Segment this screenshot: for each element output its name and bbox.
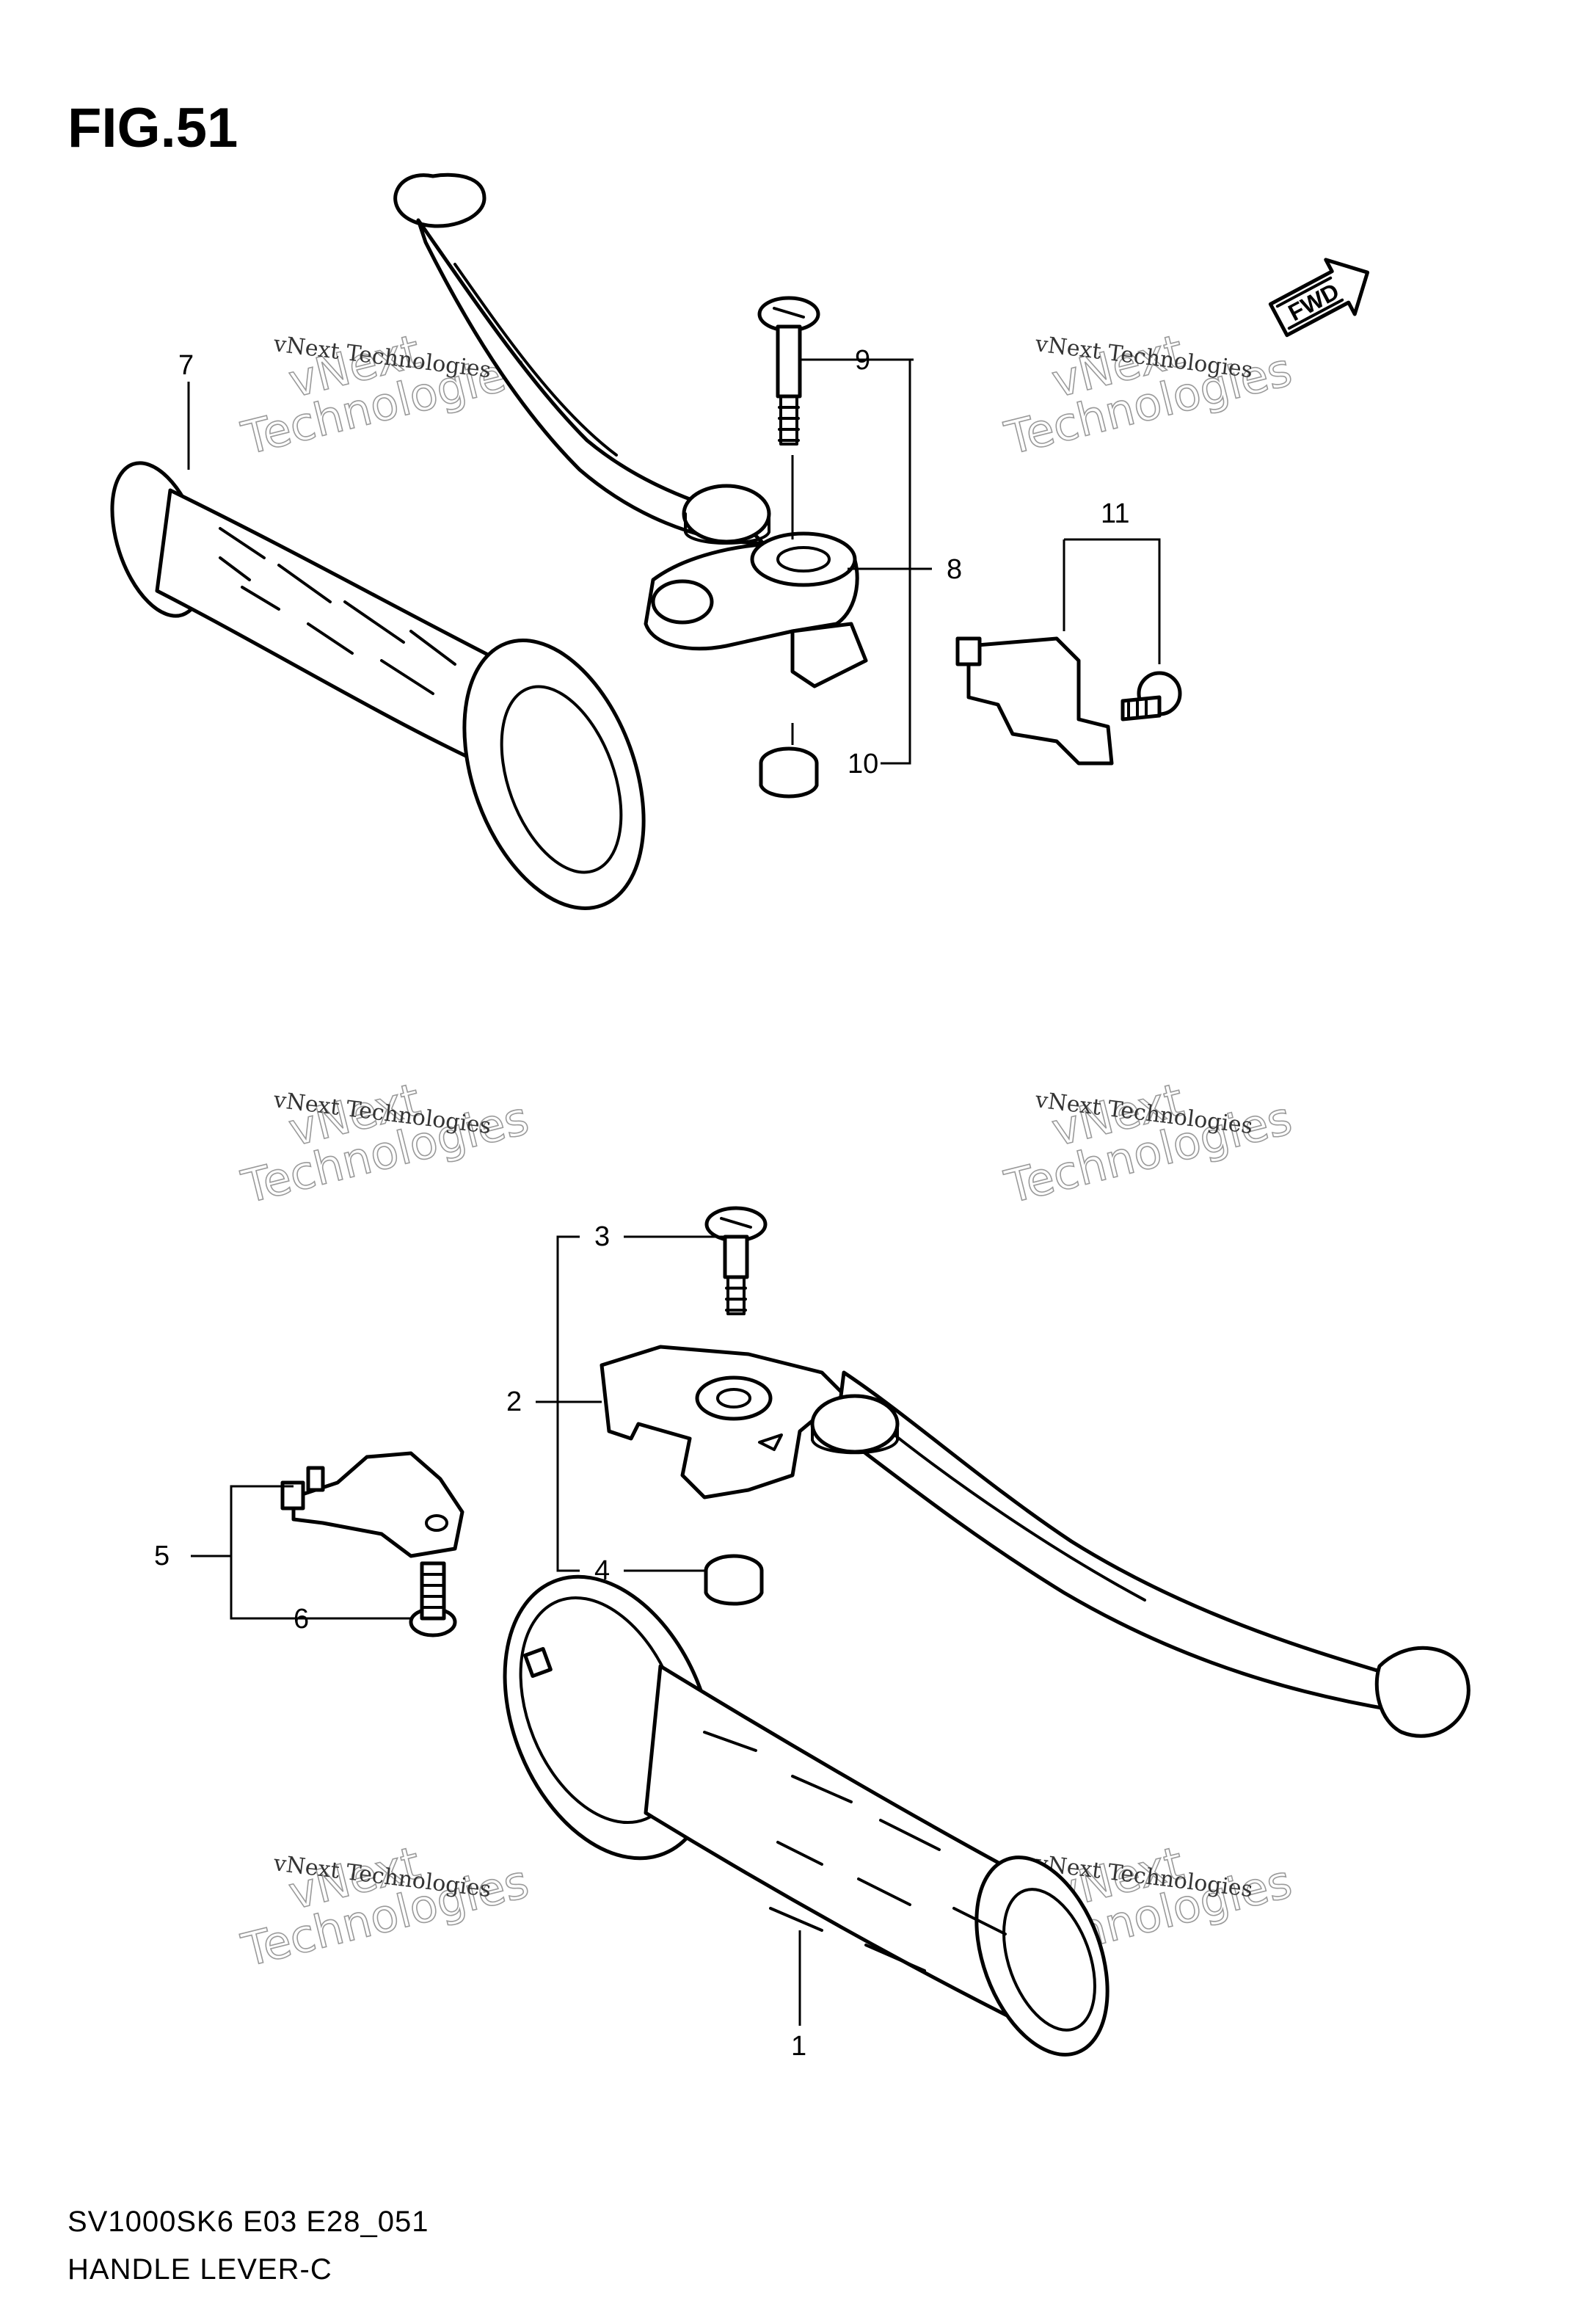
callout-2: 2 — [506, 1386, 522, 1417]
nut-upper — [759, 746, 819, 799]
leader-lines — [187, 358, 1161, 2026]
switch-upper — [955, 636, 1182, 766]
callout-3: 3 — [594, 1221, 610, 1252]
model-code: SV1000SK6 E03 E28_051 — [68, 2206, 429, 2238]
callout-9: 9 — [855, 345, 870, 376]
switch-lower — [280, 1451, 464, 1637]
grip-right — [503, 1574, 1109, 2057]
callout-8: 8 — [947, 554, 962, 585]
nut-lower — [704, 1554, 764, 1606]
lever-upper — [393, 172, 868, 688]
callout-7: 7 — [178, 350, 194, 381]
bolt-lower — [704, 1206, 768, 1315]
callout-6: 6 — [294, 1604, 309, 1635]
figure-title: FIG.51 — [68, 97, 238, 159]
lever-lower — [600, 1345, 1471, 1738]
bolt-upper — [757, 296, 820, 446]
section-name: HANDLE LEVER-C — [68, 2253, 332, 2286]
callout-10: 10 — [848, 749, 878, 779]
callout-1: 1 — [791, 2031, 806, 2062]
grip-left — [110, 461, 646, 910]
callout-5: 5 — [154, 1541, 170, 1571]
callout-11: 11 — [1101, 498, 1129, 529]
callout-4: 4 — [594, 1555, 610, 1586]
fwd-arrow-icon: FWD — [1268, 258, 1370, 338]
